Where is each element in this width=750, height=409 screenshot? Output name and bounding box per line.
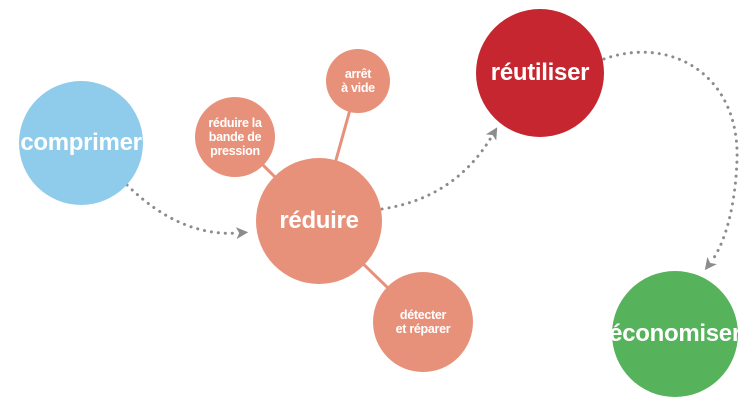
node-arret-a-vide-label: arrêt à vide <box>341 67 375 95</box>
node-reutiliser: réutiliser <box>476 9 604 137</box>
node-comprimer-label: comprimer <box>20 128 142 156</box>
node-reutiliser-label: réutiliser <box>490 58 590 86</box>
arrow-reduire-to-reutiliser <box>380 127 498 211</box>
node-economiser: économiser <box>609 271 741 397</box>
node-reduire: réduire <box>256 158 382 284</box>
node-reduire-bande-pression: réduire la bande de pression <box>195 97 275 177</box>
dotted-flow-arrows <box>125 50 739 271</box>
node-comprimer: comprimer <box>19 81 143 205</box>
arrow-comprimer-to-reduire <box>125 183 249 240</box>
node-detecter-reparer: détecter et réparer <box>373 272 473 372</box>
node-economiser-label: économiser <box>609 319 741 347</box>
node-arret-a-vide: arrêt à vide <box>326 49 390 113</box>
node-detecter-reparer-label: détecter et réparer <box>395 308 451 336</box>
arrow-reutiliser-to-economiser <box>602 50 739 271</box>
node-reduire-bande-pression-label: réduire la bande de pression <box>208 116 262 158</box>
node-reduire-label: réduire <box>279 206 359 234</box>
